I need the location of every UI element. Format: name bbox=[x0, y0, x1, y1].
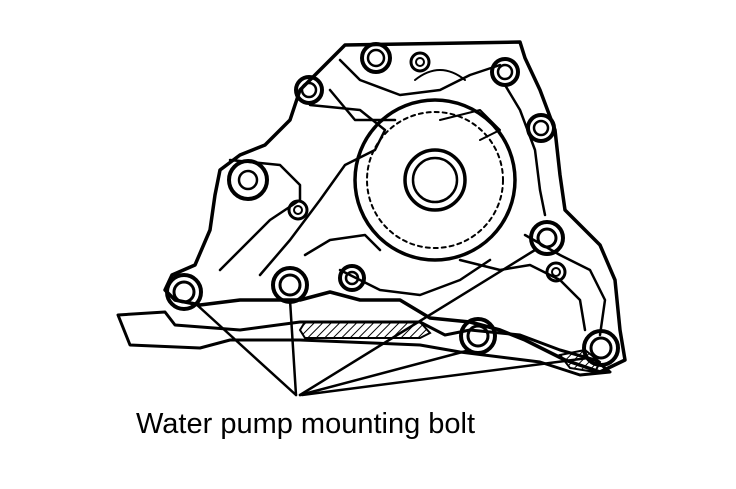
housing-rib-right bbox=[503, 83, 547, 217]
bolt-top-center bbox=[490, 57, 520, 87]
gasket-hatch-right bbox=[558, 348, 602, 374]
callout-label: Water pump mounting bolt bbox=[136, 408, 476, 440]
bolt-right-middle bbox=[529, 220, 565, 256]
housing-rib-arch bbox=[414, 69, 466, 81]
bolt-left-boss bbox=[227, 159, 269, 201]
bolt-small-right bbox=[545, 261, 567, 283]
leader-line-lower-center bbox=[298, 348, 472, 397]
leader-line-lower-left bbox=[194, 302, 298, 397]
housing-rib-lower bbox=[338, 258, 492, 297]
bolt-lower-center-left bbox=[271, 266, 309, 304]
housing-rib-left bbox=[218, 158, 302, 272]
leader-lines bbox=[194, 248, 590, 397]
bolt-upper-right bbox=[526, 113, 556, 143]
bolt-small-center bbox=[338, 264, 366, 292]
bolt-small-left bbox=[287, 199, 309, 221]
pump-shaft-inner bbox=[411, 156, 459, 204]
bolt-lower-center bbox=[459, 317, 497, 355]
bolt-upper-left bbox=[294, 75, 324, 105]
bolt-lower-right bbox=[582, 329, 620, 367]
bolt-lower-left bbox=[165, 273, 203, 311]
bolt-top-left-tab bbox=[360, 42, 392, 74]
leader-line-center-left bbox=[288, 298, 298, 397]
bolt-small-upper bbox=[409, 51, 431, 73]
housing-rib-upper bbox=[338, 58, 502, 97]
housing-rib-diagonal bbox=[303, 233, 382, 257]
gasket-hatch-center bbox=[298, 321, 432, 339]
pump-housing-outline bbox=[163, 40, 627, 374]
pump-body-outer bbox=[353, 98, 517, 262]
leader-line-lower-right bbox=[300, 356, 590, 397]
housing-rib-lower-right bbox=[458, 258, 587, 332]
pump-shaft-outer bbox=[403, 148, 467, 212]
leader-line-right-middle bbox=[298, 248, 537, 397]
pump-body-dashed bbox=[366, 111, 504, 249]
